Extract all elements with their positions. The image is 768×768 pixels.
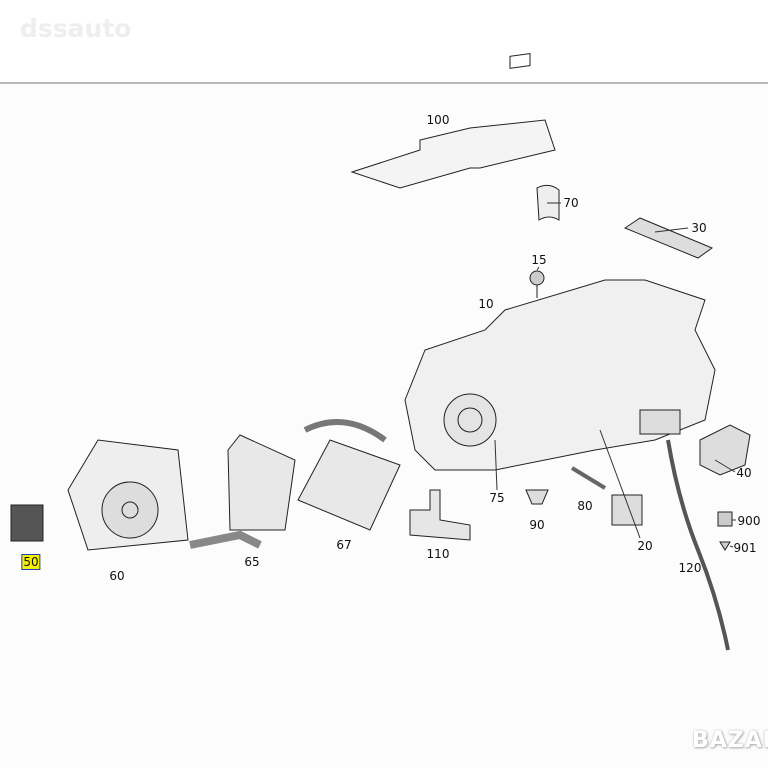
callout-120[interactable]: 120	[678, 561, 702, 575]
callout-10[interactable]: 10	[478, 297, 494, 311]
callout-67[interactable]: 67	[336, 538, 352, 552]
callout-110[interactable]: 110	[426, 547, 450, 561]
part-120-hose	[666, 439, 730, 651]
part-901-pin	[719, 541, 731, 551]
part-50-resistor	[10, 504, 44, 542]
callout-50-highlighted[interactable]: 50	[21, 554, 41, 570]
callout-65[interactable]: 65	[244, 555, 260, 569]
callout-100[interactable]: 100	[426, 113, 450, 127]
bazar-logo: BAZAR	[692, 728, 768, 753]
part-100-cover-mat	[350, 52, 556, 189]
part-65-evaporator	[189, 434, 296, 549]
watermark: dssauto	[20, 14, 132, 43]
part-110-bracket	[409, 489, 471, 541]
part-80-bolt	[570, 466, 607, 490]
part-15-screw	[529, 270, 545, 298]
part-90-grommet	[525, 489, 549, 505]
callout-70[interactable]: 70	[563, 196, 579, 210]
callout-900[interactable]: 900	[737, 514, 761, 528]
part-40-actuator	[699, 424, 751, 476]
callout-30[interactable]: 30	[691, 221, 707, 235]
leader-lines	[494, 202, 736, 548]
part-900-connector	[717, 511, 733, 527]
callout-75[interactable]: 75	[489, 491, 505, 505]
callout-80[interactable]: 80	[577, 499, 593, 513]
divider	[0, 82, 768, 84]
callout-60[interactable]: 60	[109, 569, 125, 583]
part-67-heater-core	[297, 419, 401, 531]
part-60-blower	[67, 439, 189, 551]
part-20-sensor	[611, 494, 643, 526]
callout-40[interactable]: 40	[736, 466, 752, 480]
callout-90[interactable]: 90	[529, 518, 545, 532]
part-10-housing	[404, 279, 716, 471]
callout-901[interactable]: 901	[733, 541, 757, 555]
callout-15[interactable]: 15	[531, 253, 547, 267]
callout-20[interactable]: 20	[637, 539, 653, 553]
part-30-filter	[623, 217, 714, 259]
